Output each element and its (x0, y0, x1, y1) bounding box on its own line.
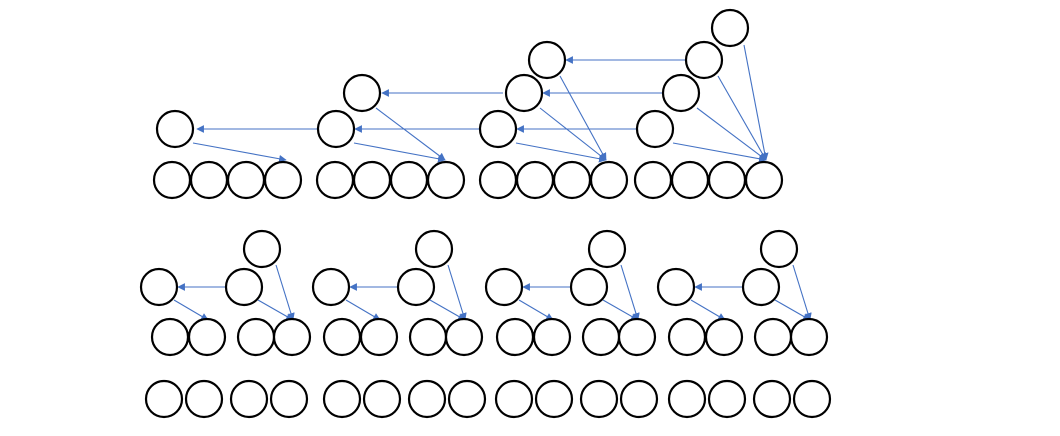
middle-row-node-top-g2 (414, 229, 454, 269)
middle-row-node-right-g4 (741, 267, 781, 307)
top-row-stack-node-g4-1 (635, 109, 675, 149)
top-row-base-node-g3-2 (515, 160, 555, 200)
middle-row-node-bottom-c-g3 (581, 317, 621, 357)
top-row-diagonal-arrow-1 (192, 142, 287, 163)
middle-row-diag-left-g2 (345, 299, 381, 321)
top-row-stack-node-g4-2 (661, 73, 701, 113)
bottom-row-node-g1-4 (269, 379, 309, 419)
top-row-stack-node-g1-1 (155, 109, 195, 149)
middle-row-node-right-g1 (224, 267, 264, 307)
bottom-row-node-g1-1 (144, 379, 184, 419)
edges-layer (173, 44, 812, 341)
middle-row-diag-right-g4 (774, 299, 811, 321)
top-row-stack-node-g4-4 (710, 8, 750, 48)
middle-row-node-bottom-a-g2 (322, 317, 362, 357)
middle-row-diag-right-g1 (257, 299, 294, 321)
middle-row-diag-top-g3 (620, 264, 640, 321)
middle-row-diag-left-g4 (690, 299, 726, 321)
middle-row-node-bottom-b-g2 (359, 317, 399, 357)
top-row-base-node-g1-1 (152, 160, 192, 200)
middle-row-node-left-g3 (484, 267, 524, 307)
middle-row-node-left-g2 (311, 267, 351, 307)
bottom-row-node-g3-2 (534, 379, 574, 419)
middle-row-node-left-g4 (656, 267, 696, 307)
bottom-row-node-g2-2 (362, 379, 402, 419)
bottom-row-node-g1-3 (229, 379, 269, 419)
middle-row-diag-top-g4 (792, 264, 812, 321)
middle-row-node-bottom-b-g4 (704, 317, 744, 357)
middle-row-node-bottom-a-g4 (667, 317, 707, 357)
middle-row-node-top-g3 (587, 229, 627, 269)
bottom-row-node-g4-4 (792, 379, 832, 419)
middle-row-node-bottom-d-g3 (617, 317, 657, 357)
top-row-diagonal-arrow-4 (515, 142, 607, 163)
top-row-base-node-g4-3 (707, 160, 747, 200)
top-row-base-node-g3-4 (589, 160, 629, 200)
bottom-row-node-g2-3 (407, 379, 447, 419)
top-row-base-node-g4-2 (670, 160, 710, 200)
top-row-base-node-g1-2 (189, 160, 229, 200)
middle-row-node-right-g2 (396, 267, 436, 307)
middle-row-node-right-g3 (569, 267, 609, 307)
top-row-base-node-g4-4 (744, 160, 784, 200)
middle-row-node-bottom-d-g4 (789, 317, 829, 357)
bottom-row-node-g2-1 (322, 379, 362, 419)
middle-row-diag-top-g2 (447, 264, 467, 321)
bottom-row-node-g3-1 (494, 379, 534, 419)
top-row-stack-node-g3-3 (527, 40, 567, 80)
top-row-base-node-g1-4 (263, 160, 303, 200)
top-row-diagonal-arrow-3 (375, 107, 446, 161)
nodes-layer (139, 8, 832, 419)
top-row-stack-node-g3-2 (504, 73, 544, 113)
top-row-base-node-g2-2 (352, 160, 392, 200)
middle-row-node-left-g1 (139, 267, 179, 307)
bottom-row-node-g4-2 (707, 379, 747, 419)
top-row-diagonal-arrow-5 (539, 107, 607, 161)
top-row-stack-node-g2-1 (316, 109, 356, 149)
top-row-stack-node-g2-2 (342, 73, 382, 113)
bottom-row-node-g4-3 (752, 379, 792, 419)
middle-row-diag-left-g1 (173, 299, 209, 321)
middle-row-node-bottom-d-g2 (444, 317, 484, 357)
top-row-diagonal-arrow-7 (672, 142, 767, 163)
top-row-base-node-g3-3 (552, 160, 592, 200)
middle-row-node-bottom-c-g2 (408, 317, 448, 357)
middle-row-node-top-g4 (759, 229, 799, 269)
middle-row-node-bottom-b-g1 (187, 317, 227, 357)
middle-row-node-bottom-b-g3 (532, 317, 572, 357)
middle-row-node-top-g1 (242, 229, 282, 269)
bottom-row-node-g4-1 (667, 379, 707, 419)
middle-row-diag-top-g1 (275, 264, 295, 321)
bottom-row-node-g2-4 (447, 379, 487, 419)
middle-row-diag-right-g2 (429, 299, 466, 321)
middle-row-node-bottom-c-g4 (753, 317, 793, 357)
bottom-row-node-g3-4 (619, 379, 659, 419)
top-row-diagonal-arrow-2 (353, 142, 446, 163)
top-row-base-node-g2-4 (426, 160, 466, 200)
top-row-base-node-g4-1 (633, 160, 673, 200)
middle-row-node-bottom-a-g3 (495, 317, 535, 357)
bottom-row-node-g1-2 (184, 379, 224, 419)
middle-row-diag-right-g3 (602, 299, 639, 321)
top-row-diagonal-arrow-9 (717, 75, 767, 161)
middle-row-node-bottom-c-g1 (236, 317, 276, 357)
middle-row-node-bottom-d-g1 (272, 317, 312, 357)
top-row-base-node-g2-1 (315, 160, 355, 200)
top-row-base-node-g1-3 (226, 160, 266, 200)
top-row-stack-node-g4-3 (684, 40, 724, 80)
top-row-stack-node-g3-1 (478, 109, 518, 149)
top-row-diagonal-arrow-8 (696, 107, 767, 161)
middle-row-diag-left-g3 (518, 299, 554, 321)
bottom-row-node-g3-3 (579, 379, 619, 419)
top-row-diagonal-arrow-10 (743, 44, 769, 161)
top-row-base-node-g2-3 (389, 160, 429, 200)
top-row-base-node-g3-1 (478, 160, 518, 200)
top-row-diagonal-arrow-6 (559, 75, 607, 161)
middle-row-node-bottom-a-g1 (150, 317, 190, 357)
